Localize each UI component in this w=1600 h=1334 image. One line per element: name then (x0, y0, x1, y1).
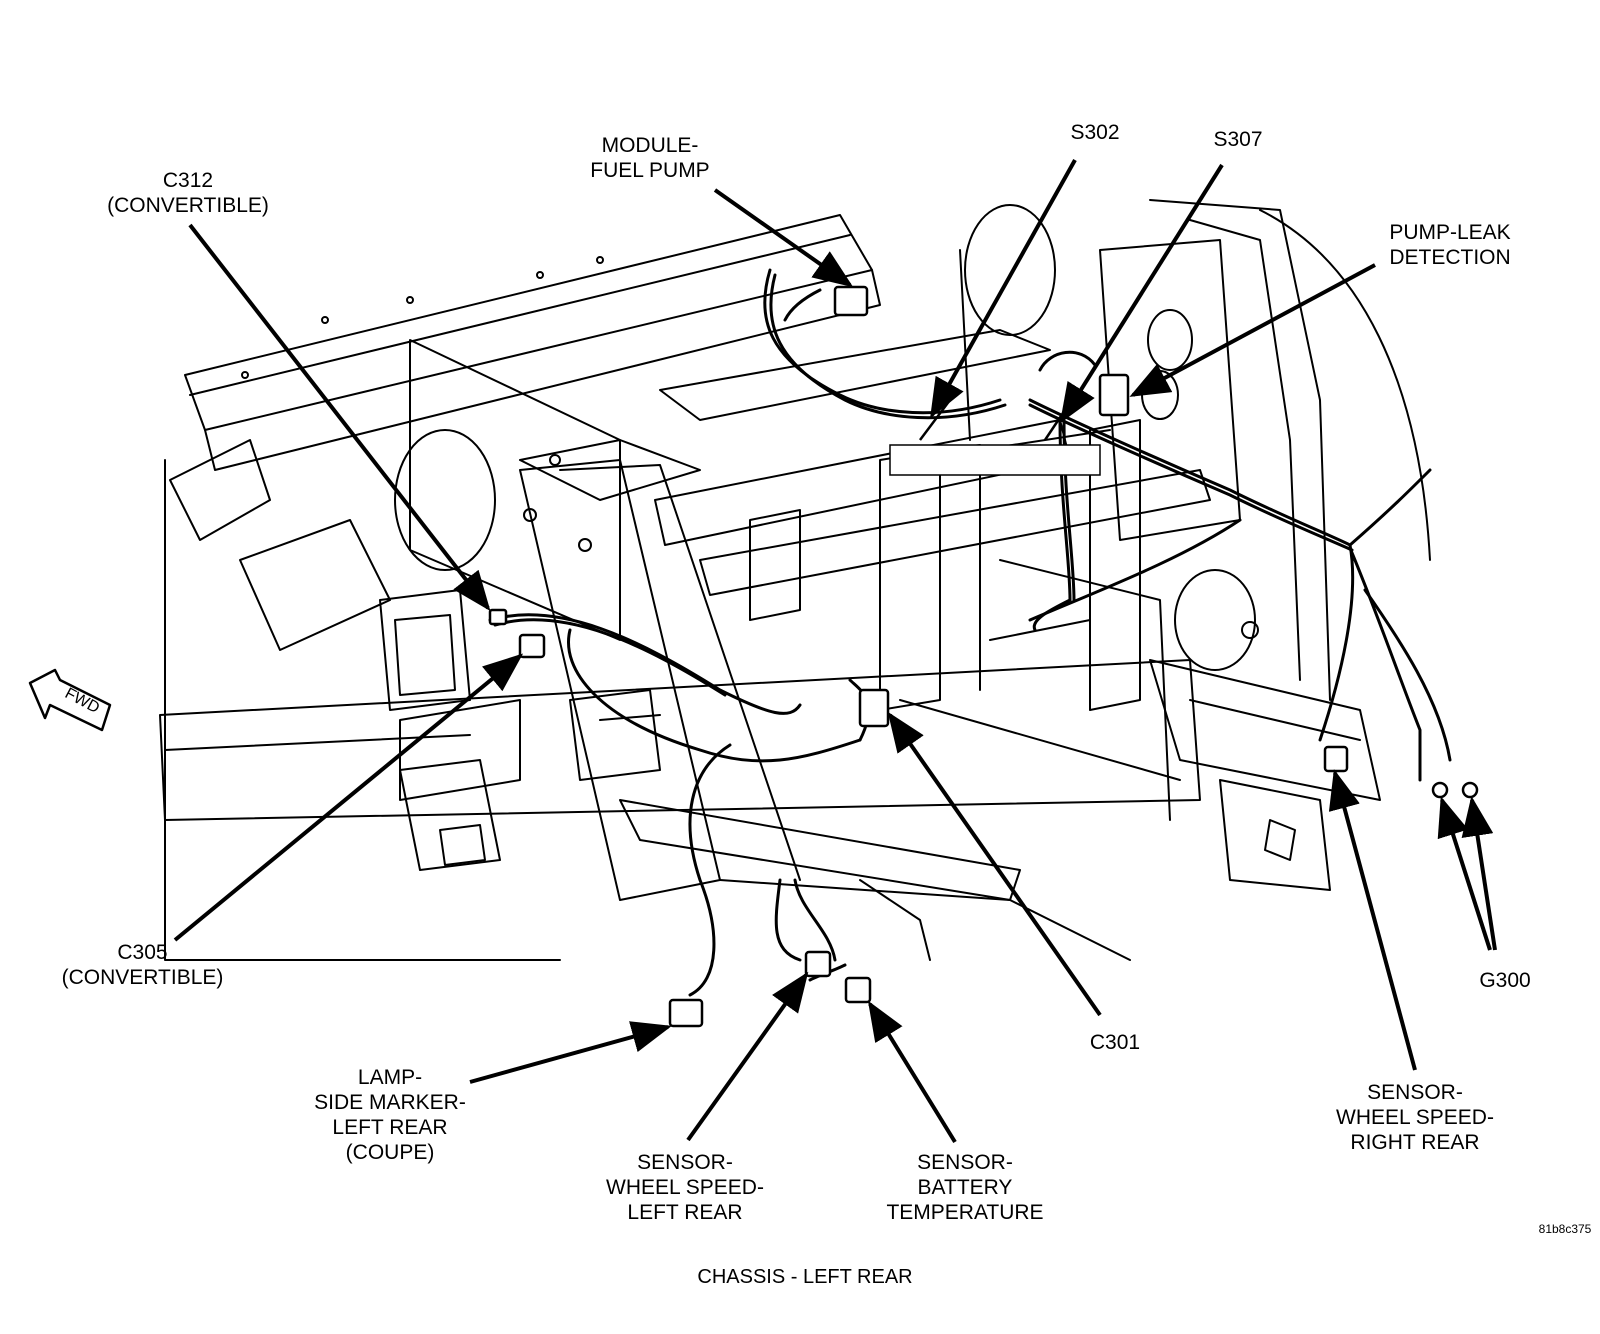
connector-batt-temp (844, 976, 872, 1004)
connector-c305 (518, 633, 546, 659)
arrow-ws-left (686, 971, 809, 1142)
label-s307: S307 (1213, 128, 1263, 151)
connector-ws-right (1323, 745, 1349, 773)
connector-fuel-pump (833, 285, 869, 317)
leader-arrows (173, 159, 1497, 1144)
label-g300: G300 (1479, 969, 1531, 992)
connector-side-marker (668, 998, 704, 1028)
arrow-c312 (188, 223, 491, 612)
arrow-side-marker (469, 1021, 672, 1084)
arrow-s302 (930, 159, 1077, 419)
label-sensor-wheel-speed-right-rear: SENSOR- WHEEL SPEED- RIGHT REAR (1336, 1081, 1494, 1154)
wiring-harness (488, 268, 1452, 997)
arrow-ws-right (1328, 769, 1417, 1071)
label-sensor-wheel-speed-left-rear: SENSOR- WHEEL SPEED- LEFT REAR (606, 1151, 764, 1224)
connector-ws-left (804, 950, 832, 978)
arrow-module-fuel-pump (713, 188, 854, 288)
diagram-caption: CHASSIS - LEFT REAR (697, 1266, 913, 1288)
label-c305: C305 (CONVERTIBLE) (61, 941, 224, 989)
chassis-frame (159, 199, 1431, 961)
connector-pump-leak (1098, 373, 1130, 417)
label-pump-leak-detection: PUMP-LEAK DETECTION (1389, 221, 1511, 269)
label-lamp-side-marker: LAMP- SIDE MARKER- LEFT REAR (COUPE) (314, 1066, 466, 1164)
label-s302: S302 (1070, 121, 1120, 144)
arrow-g300-1 (1437, 796, 1492, 951)
connectors (488, 285, 1479, 1028)
label-c301: C301 (1089, 1031, 1141, 1054)
connector-c301 (858, 688, 890, 728)
arrow-pump-leak (1129, 263, 1376, 397)
splice-marks (889, 394, 1101, 476)
figure-id: 81b8c375 (1538, 1222, 1592, 1236)
fwd-direction-arrow: FWD (28, 668, 112, 732)
label-c312: C312 (CONVERTIBLE) (107, 169, 269, 217)
arrow-s307 (1059, 163, 1224, 424)
arrow-batt-temp (867, 1000, 957, 1144)
label-module-fuel-pump: MODULE- FUEL PUMP (590, 134, 710, 182)
ground-eyelet-2 (1461, 781, 1479, 799)
connector-c312 (488, 608, 508, 626)
label-sensor-battery-temperature: SENSOR- BATTERY TEMPERATURE (886, 1151, 1044, 1224)
arrow-c305 (173, 653, 524, 942)
arrow-c301 (887, 711, 1102, 1017)
arrow-g300-2 (1461, 796, 1497, 951)
ground-eyelet-1 (1431, 781, 1449, 799)
